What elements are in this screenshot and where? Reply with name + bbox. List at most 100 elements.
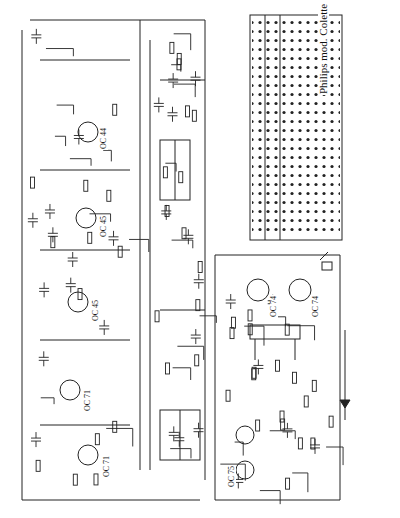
resistor-symbol bbox=[185, 106, 189, 117]
resistor-symbol bbox=[182, 228, 186, 239]
wire bbox=[177, 346, 203, 360]
transistor-label: OC 71 bbox=[103, 455, 111, 478]
diagram-title: Philips mod. Colette bbox=[318, 3, 329, 95]
resistor-symbol bbox=[179, 172, 183, 183]
wire bbox=[235, 442, 244, 456]
capacitor-symbol bbox=[48, 227, 58, 242]
resistor-symbol bbox=[107, 190, 111, 201]
resistor-symbol bbox=[170, 42, 174, 53]
resistor-symbol bbox=[192, 110, 196, 121]
capacitor-symbol bbox=[99, 320, 109, 335]
wire bbox=[173, 368, 191, 380]
resistor-symbol bbox=[113, 421, 117, 432]
wire bbox=[46, 49, 73, 57]
resistor-symbol bbox=[252, 369, 256, 380]
capacitor-symbol bbox=[310, 439, 320, 454]
resistor-symbol bbox=[73, 474, 77, 485]
wire bbox=[174, 84, 195, 97]
wire bbox=[287, 326, 314, 341]
wire bbox=[70, 159, 91, 166]
resistor-symbol bbox=[198, 261, 202, 272]
wire bbox=[260, 491, 280, 505]
transistor-label: OC 74 bbox=[270, 295, 278, 318]
resistor-symbol bbox=[304, 396, 308, 407]
wire bbox=[57, 105, 74, 114]
capacitor-symbol bbox=[191, 329, 201, 344]
resistor-symbol bbox=[84, 180, 88, 191]
wire bbox=[41, 398, 54, 404]
capacitor-symbol bbox=[183, 229, 193, 244]
capacitor-symbol bbox=[39, 282, 49, 297]
wire bbox=[129, 239, 149, 252]
capacitor-symbol bbox=[168, 107, 178, 122]
capacitor-symbol bbox=[31, 432, 41, 447]
resistor-symbol bbox=[95, 434, 99, 445]
wire bbox=[174, 34, 191, 50]
wire bbox=[326, 447, 343, 465]
resistor-symbol bbox=[51, 237, 55, 248]
wire bbox=[171, 65, 181, 72]
capacitor-symbol bbox=[109, 231, 119, 246]
resistor-symbol bbox=[329, 416, 333, 427]
capacitor-symbol bbox=[226, 294, 236, 309]
resistor-symbol bbox=[113, 104, 117, 115]
transistor-label: OC 75 bbox=[228, 465, 236, 488]
capacitor-symbol bbox=[194, 274, 204, 289]
resistor-symbol bbox=[248, 324, 252, 335]
resistor-symbol bbox=[94, 474, 98, 485]
capacitor-symbol bbox=[194, 423, 204, 438]
transistor-label: OC 44 bbox=[100, 127, 108, 150]
resistor-symbol bbox=[230, 328, 234, 339]
transistor-label: OC 71 bbox=[84, 389, 92, 412]
resistor-symbol bbox=[88, 232, 92, 243]
resistor-symbol bbox=[286, 478, 290, 489]
resistor-symbol bbox=[78, 289, 82, 300]
resistor-symbol bbox=[293, 372, 297, 383]
resistor-symbol bbox=[30, 177, 34, 188]
transistor-label: OC 74 bbox=[312, 295, 320, 318]
capacitor-symbol bbox=[168, 73, 178, 88]
resistor-symbol bbox=[118, 246, 122, 257]
resistor-symbol bbox=[298, 438, 302, 449]
transistor-label: OC 45 bbox=[92, 299, 100, 322]
capacitor-symbol bbox=[39, 351, 49, 366]
resistor-symbol bbox=[231, 317, 235, 328]
resistor-symbol bbox=[248, 310, 252, 321]
capacitor-symbol bbox=[174, 432, 184, 447]
wire bbox=[270, 431, 295, 439]
wire bbox=[55, 136, 66, 146]
wire bbox=[106, 428, 133, 446]
resistor-symbol bbox=[276, 360, 280, 371]
capacitor-symbol bbox=[31, 29, 41, 44]
resistor-symbol bbox=[312, 380, 316, 391]
wire bbox=[170, 449, 191, 459]
resistor-symbol bbox=[195, 355, 199, 366]
capacitor-symbol bbox=[191, 71, 201, 86]
capacitor-symbol bbox=[68, 252, 78, 267]
wire bbox=[200, 316, 217, 323]
resistor-symbol bbox=[155, 311, 159, 322]
capacitor-symbol bbox=[45, 204, 55, 219]
resistor-symbol bbox=[256, 420, 260, 431]
resistor-symbol bbox=[196, 300, 200, 311]
wire bbox=[292, 473, 308, 492]
wire bbox=[103, 150, 111, 161]
resistor-symbol bbox=[165, 206, 169, 217]
capacitor-symbol bbox=[154, 97, 164, 112]
resistor-symbol bbox=[165, 363, 169, 374]
resistor-symbol bbox=[311, 438, 315, 449]
wire bbox=[244, 326, 264, 346]
resistor-symbol bbox=[226, 390, 230, 401]
wire bbox=[271, 317, 286, 326]
capacitor-symbol bbox=[161, 205, 171, 220]
capacitor-symbol bbox=[66, 278, 76, 293]
resistor-symbol bbox=[163, 167, 167, 178]
wire bbox=[172, 240, 193, 248]
resistor-symbol bbox=[280, 411, 284, 422]
transistor-label: OC 45 bbox=[100, 215, 108, 238]
capacitor-symbol bbox=[28, 213, 38, 228]
capacitor-symbol bbox=[74, 129, 84, 144]
resistor-symbol bbox=[36, 460, 40, 471]
